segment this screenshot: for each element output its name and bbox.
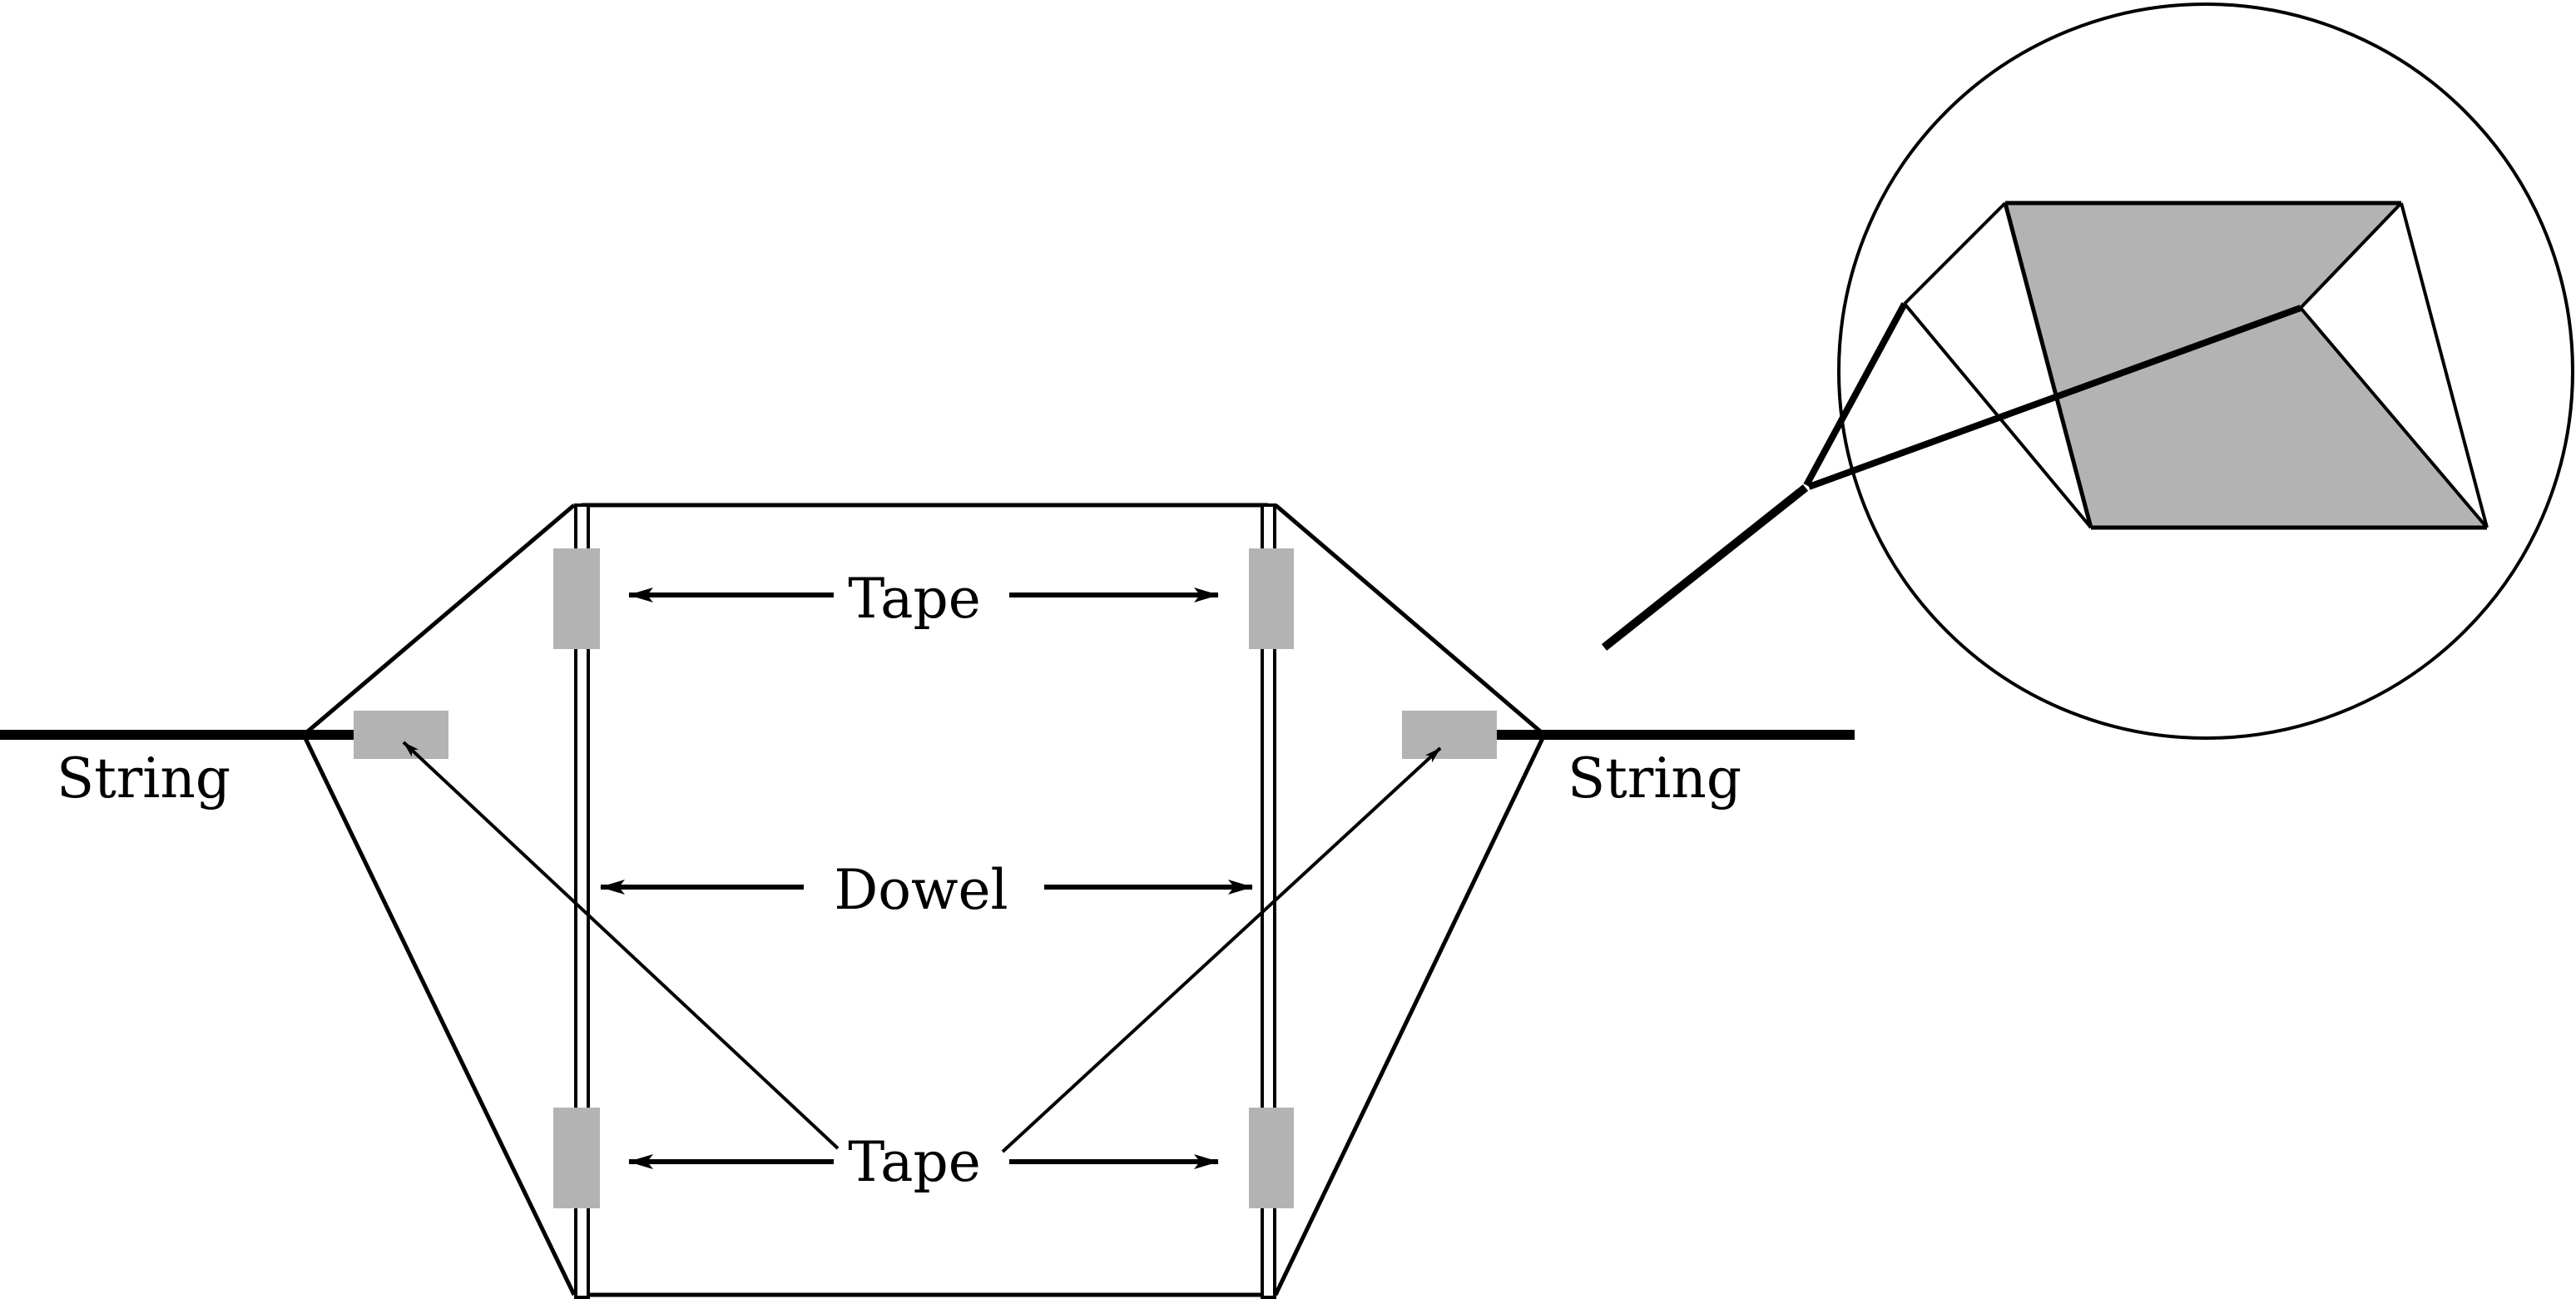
- inset-dowel-left: [2003, 202, 2093, 528]
- inset-flap-left-top: [1903, 201, 2007, 305]
- label-string-left: String: [57, 746, 230, 811]
- tape-bottom-right: [1249, 1108, 1294, 1208]
- label-dowel: Dowel: [834, 858, 1008, 922]
- sail-upper-left-edge: [302, 503, 576, 736]
- inset-dowel-right: [2400, 202, 2489, 528]
- arrow-tape-string-right: [1001, 746, 1442, 1153]
- inset-bridle-right: [1807, 305, 2302, 490]
- sail-lower-left-edge: [301, 733, 577, 1297]
- tape-string-right: [1402, 711, 1497, 759]
- inset-sail-shaded: [2005, 203, 2487, 528]
- inset-bridle-left: [1803, 302, 1908, 487]
- label-tape-bottom: Tape: [848, 1130, 981, 1194]
- label-string-right: String: [1568, 746, 1741, 811]
- inset-flying-string: [1601, 484, 1809, 651]
- inset-circle: [1837, 2, 2574, 740]
- inset-flap-right-top: [2299, 201, 2403, 310]
- sail-lower-right-edge: [1273, 733, 1547, 1297]
- sail-upper-right-edge: [1274, 503, 1546, 736]
- inset-kite-in-flight: [1601, 2, 2574, 740]
- tape-top-right: [1249, 548, 1294, 649]
- tape-top-left: [553, 548, 600, 649]
- inset-flap-right-bottom: [2299, 306, 2489, 529]
- tape-bottom-left: [553, 1108, 600, 1208]
- tape-string-left: [354, 711, 448, 759]
- arrow-tape-string-left: [402, 741, 840, 1150]
- sail-outline: [301, 503, 1547, 1297]
- label-tape-top: Tape: [848, 567, 981, 631]
